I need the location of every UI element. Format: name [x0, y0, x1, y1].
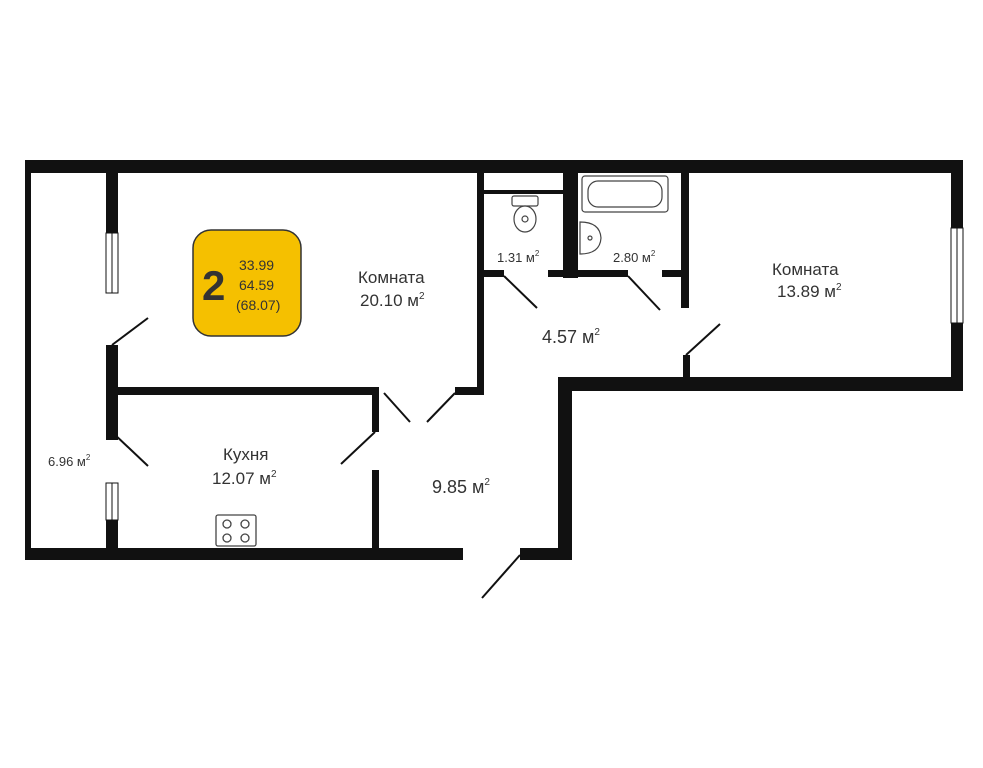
- toilet-icon: [511, 195, 539, 233]
- sink-icon: [579, 221, 602, 255]
- badge-total-area: 64.59: [239, 277, 274, 293]
- door-kitchen: [340, 431, 376, 465]
- room-b-area: 13.89 м: [777, 282, 836, 301]
- hall-large-sup: 2: [484, 477, 490, 488]
- kitchen-area: 12.07 м: [212, 469, 271, 488]
- kitchen-wall-top: [106, 387, 378, 395]
- bathtub-icon: [581, 175, 669, 213]
- kitchen-wall-right-lower: [372, 470, 379, 550]
- bathroom-sup: 2: [651, 249, 656, 258]
- door-loggia-room: [111, 317, 149, 346]
- badge-living-area: 33.99: [239, 257, 274, 273]
- outer-wall-left: [25, 160, 31, 560]
- hall-small-sup: 2: [594, 327, 600, 338]
- badge-background: [192, 229, 302, 337]
- room-b-sup: 2: [836, 282, 842, 293]
- room-labels: Комната 20.10 м2 Комната 13.89 м2 Кухня …: [48, 249, 842, 497]
- outer-wall-right-upper: [951, 160, 963, 228]
- kitchen-sup: 2: [271, 469, 277, 480]
- toilet-area: 1.31 м: [497, 250, 535, 265]
- svg-text:2.80 м2: 2.80 м2: [613, 249, 656, 265]
- toilet-sup: 2: [535, 249, 540, 258]
- svg-text:1.31 м2: 1.31 м2: [497, 249, 540, 265]
- room-b-wall-left-lower: [683, 355, 690, 391]
- outer-wall-entry-right: [520, 548, 572, 560]
- room-a-wall-bottom-right: [455, 387, 484, 395]
- door-room-b: [685, 323, 721, 356]
- loggia-wall-top: [106, 173, 118, 233]
- outer-wall-step: [558, 377, 572, 560]
- door-entry: [481, 554, 521, 599]
- doors: [111, 275, 721, 599]
- svg-text:6.96 м2: 6.96 м2: [48, 453, 91, 469]
- loggia-wall-bottom: [106, 520, 118, 550]
- room-a-wall-right: [477, 173, 484, 395]
- door-loggia-kitchen: [111, 431, 149, 467]
- svg-text:13.89 м2: 13.89 м2: [777, 282, 842, 301]
- hall-large-area: 9.85 м: [432, 477, 484, 497]
- walls: [25, 160, 963, 560]
- bathroom-area: 2.80 м: [613, 250, 651, 265]
- stove-icon: [215, 514, 257, 547]
- bath-wall-left: [570, 173, 578, 278]
- badge-total-with-balcony: (68.07): [236, 297, 280, 313]
- kitchen-name: Кухня: [223, 445, 269, 464]
- hall-small-area: 4.57 м: [542, 327, 594, 347]
- bath-wall-base-right: [662, 270, 689, 277]
- outer-wall-bottom-right: [558, 377, 963, 391]
- outer-wall-right-lower: [951, 323, 963, 391]
- door-bath: [627, 275, 661, 311]
- windows: [105, 227, 964, 521]
- apartment-badge: 2 33.99 64.59 (68.07): [192, 229, 302, 337]
- svg-text:12.07 м2: 12.07 м2: [212, 469, 277, 488]
- toilet-wall-bottom: [484, 190, 567, 194]
- loggia-area: 6.96 м: [48, 454, 86, 469]
- toilet-wall-base: [484, 270, 504, 277]
- bath-wall-base: [548, 270, 628, 277]
- door-room-a-2: [426, 392, 456, 423]
- room-b-name: Комната: [772, 260, 839, 279]
- door-toilet: [503, 275, 538, 309]
- door-room-a-1: [383, 392, 411, 423]
- room-a-area: 20.10 м: [360, 291, 419, 310]
- outer-wall-top: [25, 160, 963, 173]
- badge-rooms: 2: [202, 262, 225, 309]
- room-a-sup: 2: [419, 291, 425, 302]
- kitchen-wall-right-upper: [372, 387, 379, 432]
- toilet-wall-right: [563, 173, 570, 278]
- svg-text:4.57 м2: 4.57 м2: [542, 327, 600, 347]
- svg-text:9.85 м2: 9.85 м2: [432, 477, 490, 497]
- loggia-sup: 2: [86, 453, 91, 462]
- bath-wall-right: [681, 173, 689, 308]
- outer-wall-bottom-left: [25, 548, 463, 560]
- room-a-name: Комната: [358, 268, 425, 287]
- svg-text:20.10 м2: 20.10 м2: [360, 291, 425, 310]
